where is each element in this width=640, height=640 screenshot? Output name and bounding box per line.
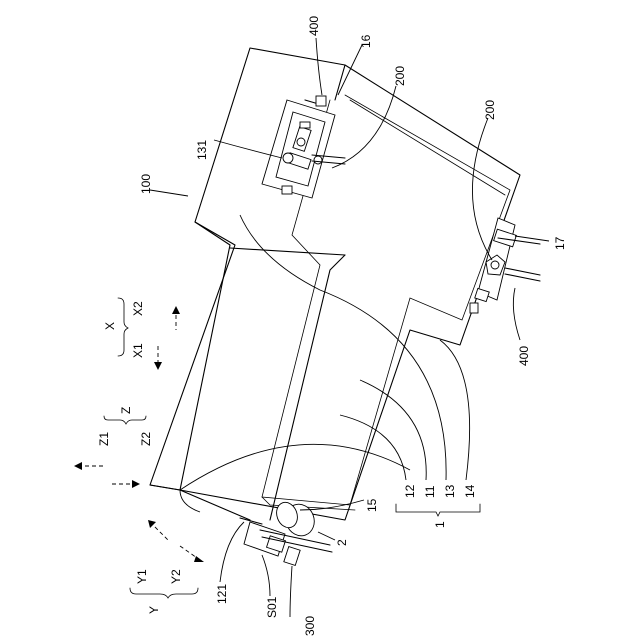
label-400-top: 400 [307,16,321,36]
label-axis-x2: X2 [131,301,145,316]
label-131: 131 [195,140,209,160]
housing-body [150,48,520,520]
label-14: 14 [463,484,477,498]
reference-labels: 400 16 200 131 100 200 17 400 X X1 X2 Z … [97,16,567,636]
label-300: 300 [303,616,317,636]
label-axis-z2: Z2 [139,432,153,446]
label-axis-z: Z [119,407,133,414]
right-mechanism [470,218,540,313]
label-axis-z1: Z1 [97,432,111,446]
label-12: 12 [403,484,417,498]
label-13: 13 [443,484,457,498]
label-17: 17 [553,236,567,250]
label-axis-x: X [103,322,117,330]
label-axis-y: Y [147,606,161,614]
label-1: 1 [433,521,447,528]
label-s01: S01 [265,596,279,618]
label-2: 2 [335,539,349,546]
label-100: 100 [139,174,153,194]
label-15: 15 [365,498,379,512]
top-mechanism [262,96,345,198]
label-16: 16 [359,34,373,48]
label-axis-y2: Y2 [169,569,183,584]
label-axis-x1: X1 [131,343,145,358]
label-11: 11 [423,485,437,498]
label-400-right: 400 [517,346,531,366]
label-200-right: 200 [483,100,497,120]
leader-lines [150,38,549,617]
label-200-top: 200 [393,66,407,86]
label-axis-y1: Y1 [135,569,149,584]
label-121: 121 [215,584,229,604]
